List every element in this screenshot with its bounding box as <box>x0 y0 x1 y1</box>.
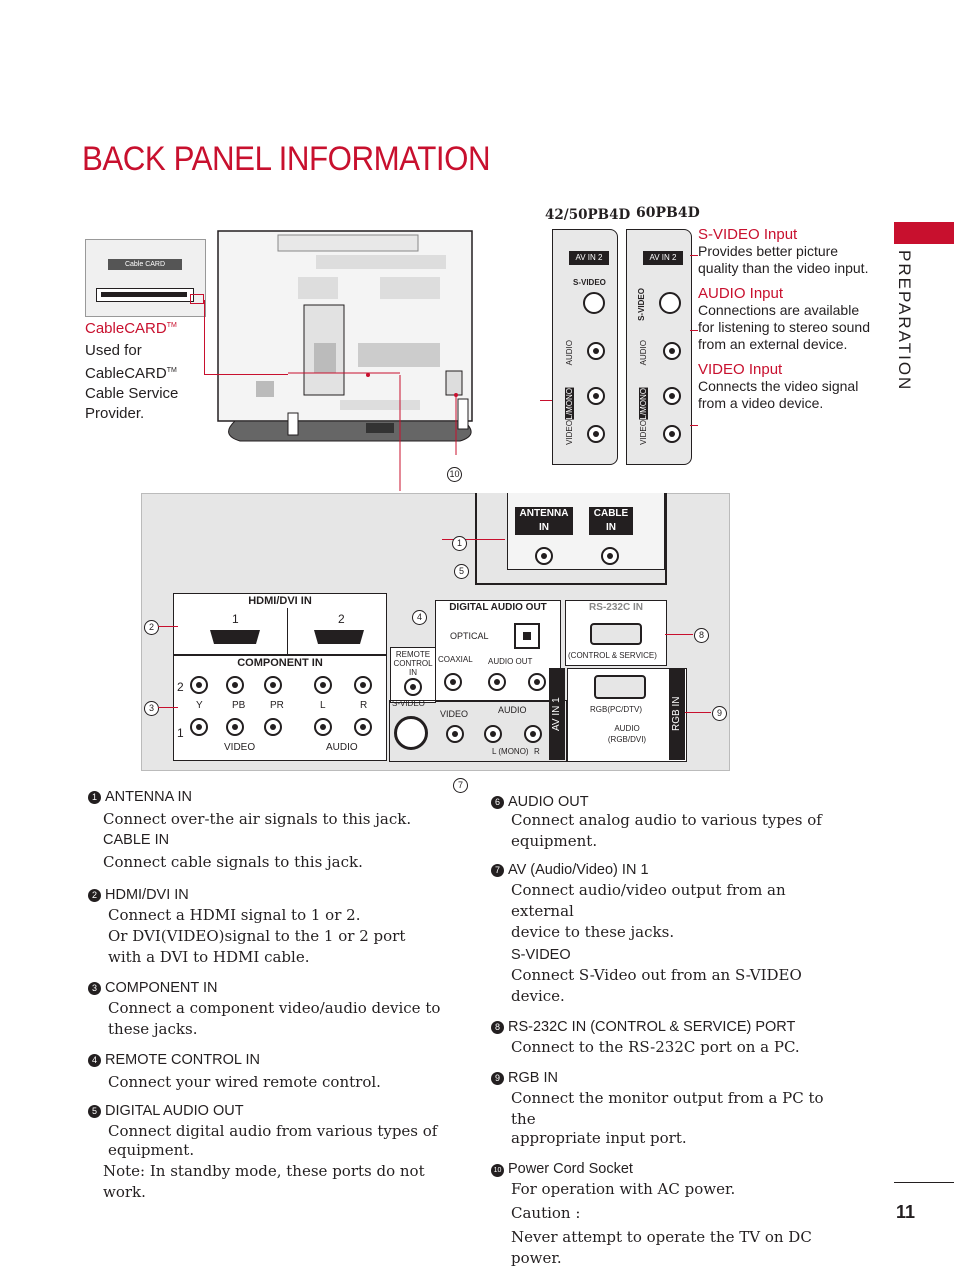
tv-back-illustration <box>217 230 473 491</box>
antenna-box: ANTENNA IN CABLE IN <box>475 493 667 585</box>
cablecard-slot-label: Cable CARD <box>108 259 182 270</box>
av1-audio-l-jack <box>484 725 502 743</box>
coaxial-jack <box>444 673 462 691</box>
component-pr-1 <box>264 718 282 736</box>
component-r-2 <box>354 676 372 694</box>
callout-10: 10 <box>447 467 462 482</box>
s-video-jack <box>394 716 428 750</box>
callout-2: 2 <box>144 620 159 635</box>
callout-4: 4 <box>412 610 427 625</box>
antenna-in-label: ANTENNA IN <box>515 507 573 535</box>
input-notes: S-VIDEO Input Provides better picture qu… <box>698 226 878 412</box>
video-jack <box>587 425 605 443</box>
component-pb-1 <box>226 718 244 736</box>
av-in-1-section: VIDEO AUDIO L (MONO) R <box>389 700 567 762</box>
callout-5: 5 <box>454 564 469 579</box>
rs232c-section: RS-232C IN (CONTROL & SERVICE) <box>565 600 667 666</box>
component-pr-2 <box>264 676 282 694</box>
optical-port <box>514 623 540 649</box>
antenna-in-jack <box>535 547 553 565</box>
cablecard-title: CableCARDTM <box>85 320 177 337</box>
page-number: 11 <box>896 1202 916 1222</box>
s-video-jack <box>659 292 681 314</box>
component-section: COMPONENT IN 2 1 Y PB PR L R VIDEO AUDIO <box>173 655 387 761</box>
cablecard-pointer-line <box>204 300 205 374</box>
side-input-panel-right: AV IN 2 S-VIDEO AUDIO L/MONO VIDEO <box>626 229 692 465</box>
av1-video-jack <box>446 725 464 743</box>
av-in-1-label: AV IN 1 <box>549 668 565 760</box>
page-rule <box>894 1182 954 1183</box>
remote-control-section: REMOTE CONTROL IN <box>390 647 436 703</box>
card-slot <box>96 288 194 302</box>
rs232c-port <box>590 623 642 645</box>
note-s-video: S-VIDEO Input Provides better picture qu… <box>698 226 869 276</box>
hdmi-port-1 <box>210 630 260 644</box>
section-tab-marker <box>894 222 954 244</box>
video-jack <box>663 425 681 443</box>
remote-control-jack <box>404 678 422 696</box>
av1-audio-r-jack <box>524 725 542 743</box>
component-y-2 <box>190 676 208 694</box>
model-label-left: 42/50PB4D <box>545 207 631 223</box>
model-label-right: 60PB4D <box>636 205 700 221</box>
cable-in-jack <box>601 547 619 565</box>
digital-audio-section: DIGITAL AUDIO OUT OPTICAL COAXIAL AUDIO … <box>435 600 561 702</box>
audio-l-jack <box>587 387 605 405</box>
audio-out-r-jack <box>528 673 546 691</box>
audio-out-l-jack <box>488 673 506 691</box>
component-r-1 <box>354 718 372 736</box>
note-video: VIDEO Input Connects the video signal fr… <box>698 361 859 411</box>
hdmi-port-2 <box>314 630 364 644</box>
side-input-panel-left: AV IN 2 S-VIDEO AUDIO L/MONO VIDEO <box>552 229 618 465</box>
callout-7: 7 <box>453 778 468 793</box>
s-video-jack <box>583 292 605 314</box>
page-title: BACK PANEL INFORMATION <box>82 140 491 178</box>
section-label: PREPARATION <box>895 250 914 392</box>
hdmi-section: HDMI/DVI IN 1 2 <box>173 593 387 655</box>
audio-r-jack <box>663 342 681 360</box>
component-y-1 <box>190 718 208 736</box>
rgb-port <box>594 675 646 699</box>
cablecard-desc: Used for CableCARDTM Cable Service Provi… <box>85 342 179 422</box>
rgb-in-section: RGB(PC/DTV) AUDIO (RGB/DVI) <box>567 668 687 762</box>
callout-3: 3 <box>144 701 159 716</box>
s-video-label: S-VIDEO <box>392 699 425 708</box>
callout-1: 1 <box>452 536 467 551</box>
component-l-2 <box>314 676 332 694</box>
component-l-1 <box>314 718 332 736</box>
audio-l-jack <box>663 387 681 405</box>
note-audio: AUDIO Input Connections are available fo… <box>698 285 870 352</box>
rear-connection-panel: ANTENNA IN CABLE IN 1 5 HDMI/DVI IN 1 2 … <box>141 493 730 793</box>
cablecard-slot-illustration: Cable CARD <box>85 239 206 317</box>
rgb-in-label: RGB IN <box>669 668 685 760</box>
callout-9: 9 <box>712 706 727 721</box>
audio-r-jack <box>587 342 605 360</box>
component-pb-2 <box>226 676 244 694</box>
callout-8: 8 <box>694 628 709 643</box>
cable-in-label: CABLE IN <box>589 507 633 535</box>
